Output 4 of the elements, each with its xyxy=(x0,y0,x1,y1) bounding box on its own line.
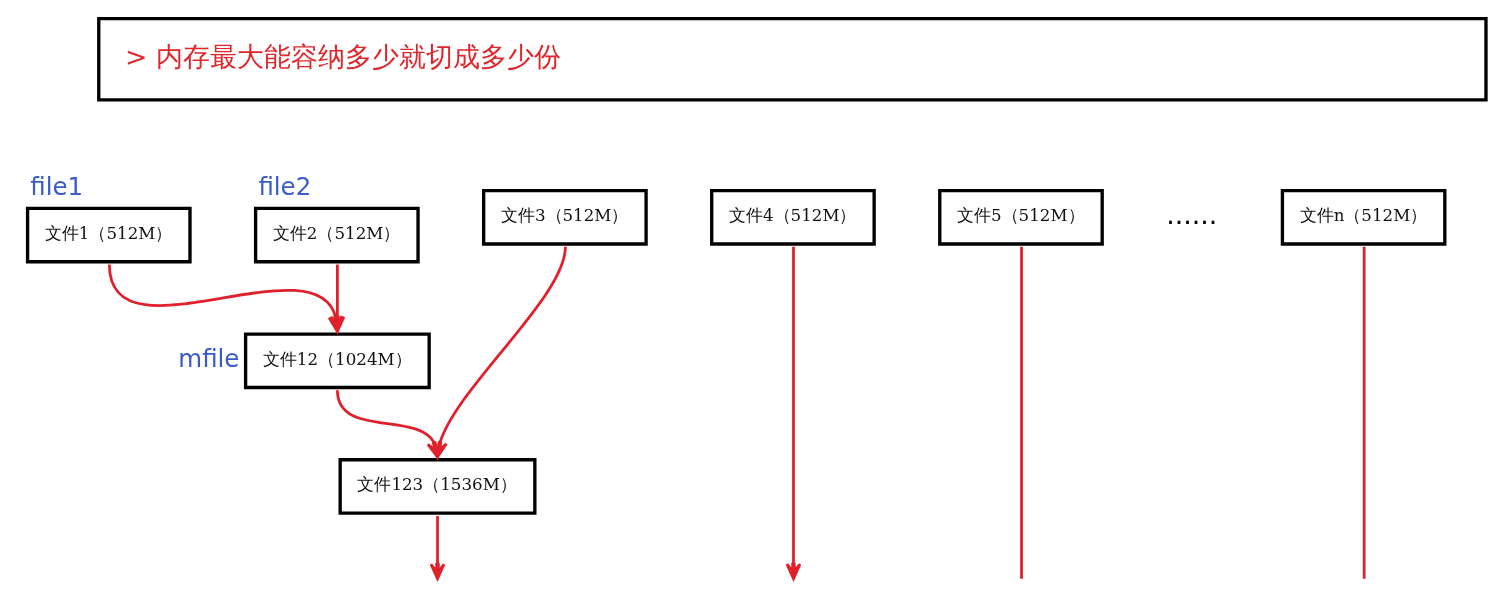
node-label: mfile xyxy=(177,344,239,374)
label: ...... xyxy=(1165,198,1217,230)
node-label: file1 xyxy=(29,172,83,202)
node-label: file2 xyxy=(257,172,311,202)
